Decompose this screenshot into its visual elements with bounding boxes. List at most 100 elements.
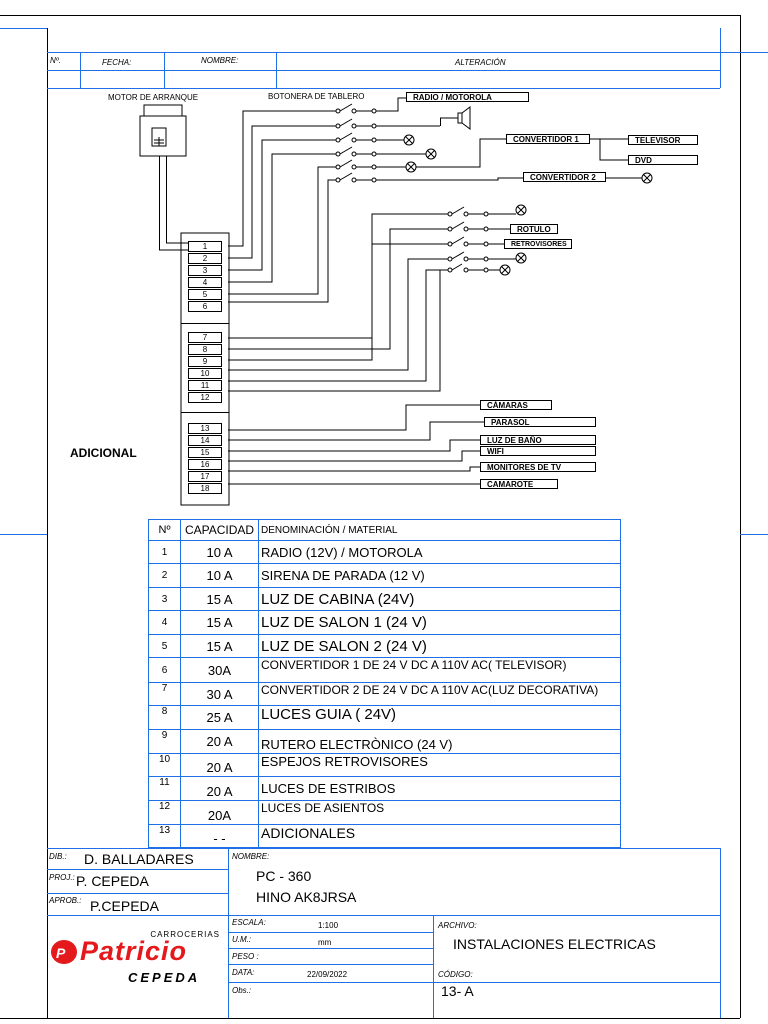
row-no: 2 <box>148 563 181 588</box>
device-conv1: CONVERTIDOR 1 <box>506 134 590 144</box>
connector-block <box>180 232 230 506</box>
connector-pin: 17 <box>188 471 222 482</box>
row-no: 8 <box>148 705 181 730</box>
dib-label: DIB.: <box>49 852 67 861</box>
table-row: 13 - - ADICIONALES <box>148 824 621 848</box>
row-capacidad: 20A <box>180 800 259 825</box>
connector-pin: 6 <box>188 301 222 312</box>
rev-nombre-label: NOMBRE: <box>201 56 239 65</box>
device-camaras: CÁMARAS <box>480 400 552 410</box>
botonera-label: BOTONERA DE TABLERO <box>268 92 365 101</box>
switch-6 <box>335 172 390 183</box>
row-capacidad: - - <box>180 824 259 848</box>
row-no: 5 <box>148 634 181 658</box>
lamp-icon <box>499 264 511 276</box>
obs-label: Obs.: <box>232 986 252 995</box>
codigo-label: CÓDIGO: <box>438 970 473 979</box>
device-televisor: TELEVISOR <box>628 135 698 145</box>
rev-alteracion-label: ALTERACIÓN <box>455 58 506 67</box>
logo-mark-icon: P <box>51 940 77 964</box>
row-no: 9 <box>148 729 181 754</box>
table-row: 5 15 A LUZ DE SALON 2 (24 V) <box>148 634 621 658</box>
device-dvd: DVD <box>628 155 698 165</box>
um-value: mm <box>318 938 332 947</box>
connector-pin: 4 <box>188 277 222 288</box>
row-capacidad: 20 A <box>180 729 259 754</box>
codigo-value: 13- A <box>441 983 474 999</box>
data-value: 22/09/2022 <box>307 970 348 979</box>
row-denominacion: ADICIONALES <box>258 824 621 848</box>
connector-pin: 18 <box>188 483 222 494</box>
lamp-icon <box>641 172 653 184</box>
row-denominacion: LUZ DE CABINA (24V) <box>258 587 621 611</box>
row-capacidad: 20 A <box>180 776 259 801</box>
row-denominacion: LUZ DE SALON 1 (24 V) <box>258 610 621 635</box>
nombre-line1: PC - 360 <box>256 868 312 884</box>
lamp-icon <box>425 148 437 160</box>
switch-9 <box>447 236 498 247</box>
row-capacidad: 15 A <box>180 610 259 635</box>
data-label: DATA: <box>232 968 255 977</box>
switch-2 <box>335 118 390 129</box>
connector-pin: 7 <box>188 332 222 343</box>
connector-pin: 3 <box>188 265 222 276</box>
device-monitores: MONITORES DE TV <box>480 462 596 472</box>
connector-pins-group-2: 7 8 9 10 11 12 <box>188 332 222 404</box>
connector-pin: 13 <box>188 423 222 434</box>
aprob-value: P.CEPEDA <box>90 898 159 914</box>
row-capacidad: 15 A <box>180 587 259 611</box>
switch-1 <box>335 103 390 114</box>
connector-pin: 8 <box>188 344 222 355</box>
connector-pins-group-3: 13 14 15 16 17 18 <box>188 423 222 495</box>
row-capacidad: 20 A <box>180 753 259 777</box>
row-denominacion: LUZ DE SALON 2 (24 V) <box>258 634 621 658</box>
connector-pin: 9 <box>188 356 222 367</box>
dib-value: D. BALLADARES <box>84 851 194 867</box>
device-luz-bano: LUZ DE BAÑO <box>480 435 596 445</box>
table-row: 7 30 A CONVERTIDOR 2 DE 24 V DC A 110V A… <box>148 682 621 706</box>
escala-label: ESCALA: <box>232 918 266 927</box>
row-denominacion: CONVERTIDOR 2 DE 24 V DC A 110V AC(LUZ D… <box>258 682 621 706</box>
switch-11 <box>447 263 490 273</box>
table-row: 12 20A LUCES DE ASIENTOS <box>148 800 621 825</box>
connector-pin: 1 <box>188 241 222 252</box>
row-capacidad: 25 A <box>180 705 259 730</box>
lamp-icon <box>403 134 415 146</box>
switch-7 <box>447 206 498 217</box>
logo-cepeda: CEPEDA <box>128 970 201 985</box>
row-no: 4 <box>148 610 181 635</box>
row-no: 13 <box>148 824 181 848</box>
um-label: U.M.: <box>232 935 252 944</box>
switch-8 <box>447 221 498 232</box>
connector-pin: 5 <box>188 289 222 300</box>
company-logo: CARROCERIAS P Patricio CEPEDA <box>50 930 225 990</box>
device-radio: RADIO / MOTOROLA <box>406 92 529 102</box>
connector-pin: 14 <box>188 435 222 446</box>
device-parasol: PARASOL <box>484 417 596 427</box>
row-capacidad: 15 A <box>180 634 259 658</box>
aprob-label: APROB.: <box>49 896 82 905</box>
row-denominacion: LUCES DE ASIENTOS <box>258 800 621 825</box>
table-row: 10 20 A ESPEJOS RETROVISORES <box>148 753 621 777</box>
nombre-line2: HINO AK8JRSA <box>256 889 357 905</box>
rev-fecha-label: FECHA: <box>102 58 132 67</box>
proj-label: PROJ.: <box>49 873 75 882</box>
adicional-label: ADICIONAL <box>70 446 137 460</box>
device-wifi: WIFI <box>480 446 596 456</box>
table-row: 2 10 A SIRENA DE PARADA (12 V) <box>148 563 621 588</box>
device-retrovisores: RETROVISORES <box>504 239 572 249</box>
row-denominacion: ESPEJOS RETROVISORES <box>258 753 621 777</box>
table-row: 8 25 A LUCES GUIA ( 24V) <box>148 705 621 730</box>
logo-patricio: Patricio <box>80 936 188 966</box>
row-no: 3 <box>148 587 181 611</box>
row-denominacion: LUCES GUIA ( 24V) <box>258 705 621 730</box>
proj-value: P. CEPEDA <box>76 873 149 889</box>
connector-pins-group-1: 1 2 3 4 5 6 <box>188 241 222 313</box>
row-no: 12 <box>148 800 181 825</box>
device-conv2: CONVERTIDOR 2 <box>523 172 606 182</box>
row-capacidad: 10 A <box>180 563 259 588</box>
connector-pin: 10 <box>188 368 222 379</box>
